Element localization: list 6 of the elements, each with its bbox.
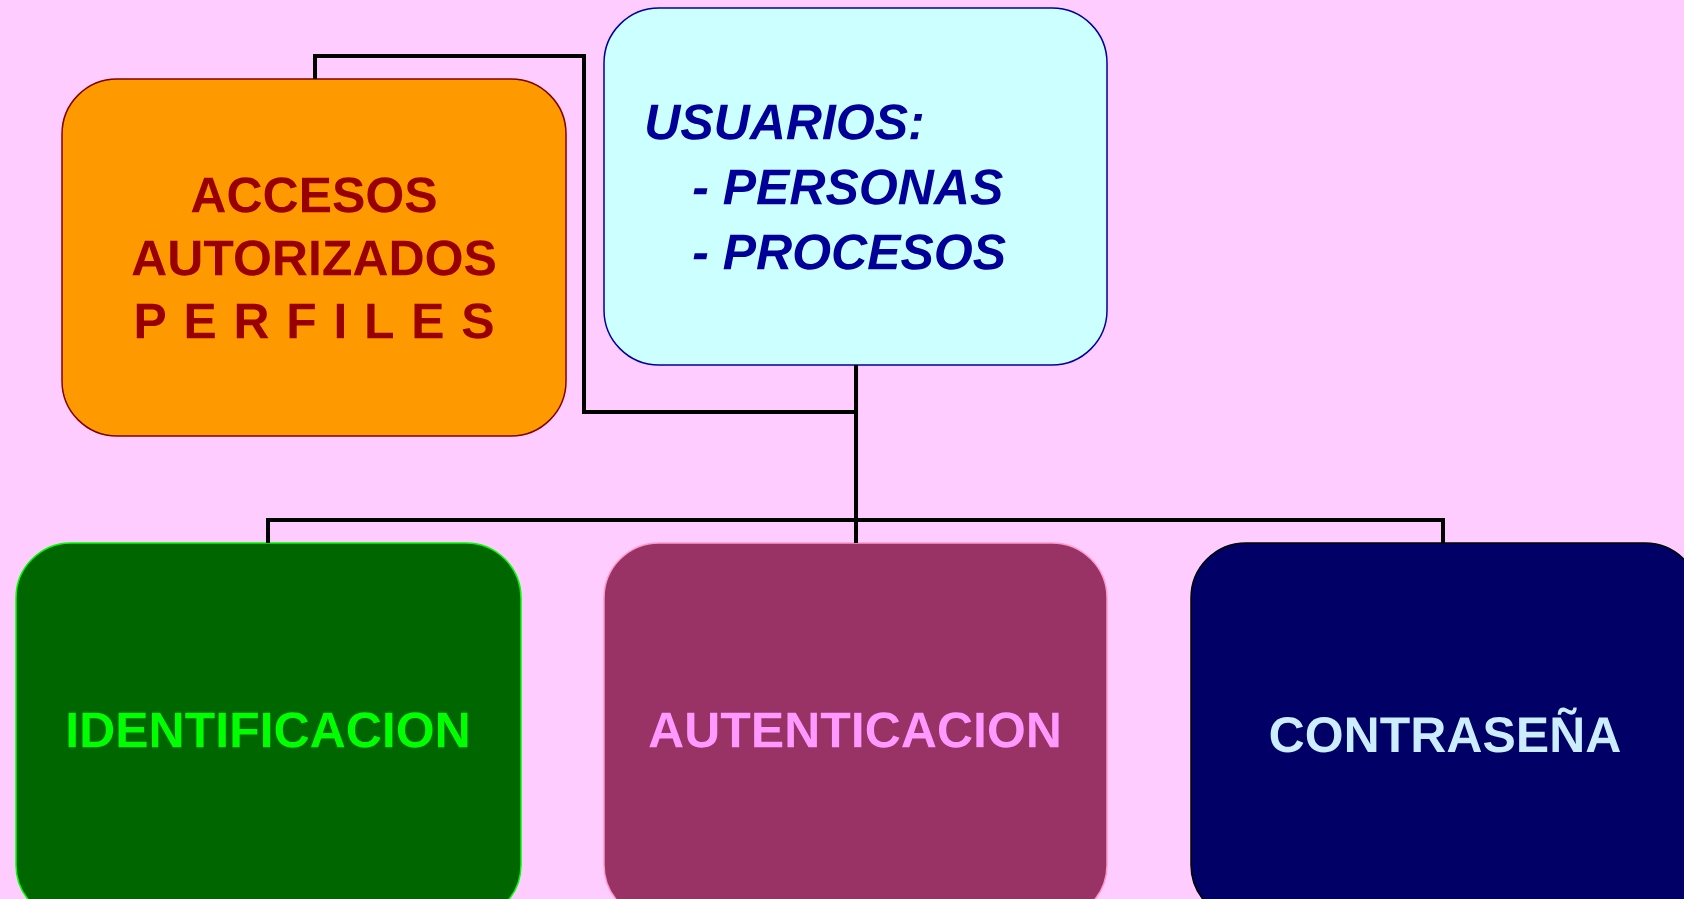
rounded-box: IDENTIFICACION (15, 542, 522, 899)
rounded-box: USUARIOS: - PERSONAS - PROCESOS (603, 7, 1108, 366)
rounded-box: CONTRASEÑA (1190, 542, 1684, 899)
rounded-box: ACCESOS AUTORIZADOS P E R F I L E S (61, 78, 567, 437)
connector-line (854, 365, 1445, 543)
rounded-box: AUTENTICACION (603, 542, 1108, 899)
